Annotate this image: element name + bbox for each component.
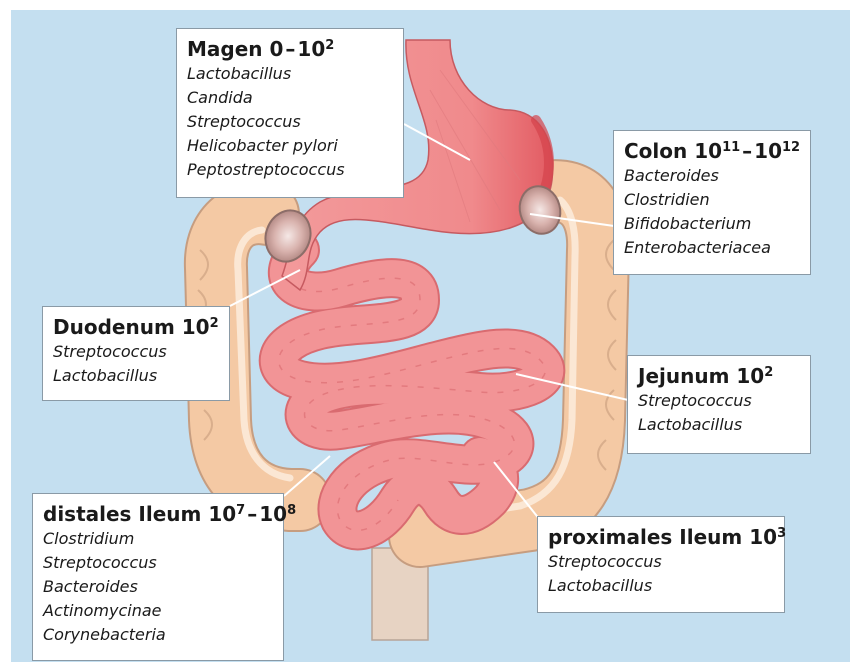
proximales-ileum-title: proximales Ileum 103 <box>548 524 773 550</box>
distales-ileum-title: distales Ileum 107–108 <box>43 501 272 527</box>
magen-title: Magen 0–102 <box>187 36 392 62</box>
colon-organism: Clostridien <box>624 188 799 212</box>
distales-ileum-organism: Actinomycinae <box>43 599 272 623</box>
magen-organism: Lactobacillus <box>187 62 392 86</box>
duodenum-organism: Lactobacillus <box>53 364 218 388</box>
magen-organism: Helicobacter pylori <box>187 134 392 158</box>
jejunum-organism: Lactobacillus <box>638 413 799 437</box>
label-box-colon: Colon 1011–1012 Bacteroides Clostridien … <box>613 130 811 275</box>
label-box-proximales-ileum: proximales Ileum 103 Streptococcus Lacto… <box>537 516 785 613</box>
distales-ileum-organism: Clostridium <box>43 527 272 551</box>
distales-ileum-organism: Bacteroides <box>43 575 272 599</box>
jejunum-title: Jejunum 102 <box>638 363 799 389</box>
label-box-duodenum: Duodenum 102 Streptococcus Lactobacillus <box>42 306 230 401</box>
magen-organism: Candida <box>187 86 392 110</box>
distales-ileum-organism: Streptococcus <box>43 551 272 575</box>
colon-title: Colon 1011–1012 <box>624 138 799 164</box>
magen-organism: Peptostreptococcus <box>187 158 392 182</box>
jejunum-organism: Streptococcus <box>638 389 799 413</box>
proximales-ileum-organism: Lactobacillus <box>548 574 773 598</box>
magen-organism: Streptococcus <box>187 110 392 134</box>
distales-ileum-organism: Corynebacteria <box>43 623 272 647</box>
colon-organism: Enterobacteriacea <box>624 236 799 260</box>
label-box-distales-ileum: distales Ileum 107–108 Clostridium Strep… <box>32 493 284 661</box>
proximales-ileum-organism: Streptococcus <box>548 550 773 574</box>
label-box-jejunum: Jejunum 102 Streptococcus Lactobacillus <box>627 355 811 454</box>
duodenum-title: Duodenum 102 <box>53 314 218 340</box>
colon-organism: Bacteroides <box>624 164 799 188</box>
colon-organism: Bifidobacterium <box>624 212 799 236</box>
duodenum-organism: Streptococcus <box>53 340 218 364</box>
label-box-magen: Magen 0–102 Lactobacillus Candida Strept… <box>176 28 404 198</box>
